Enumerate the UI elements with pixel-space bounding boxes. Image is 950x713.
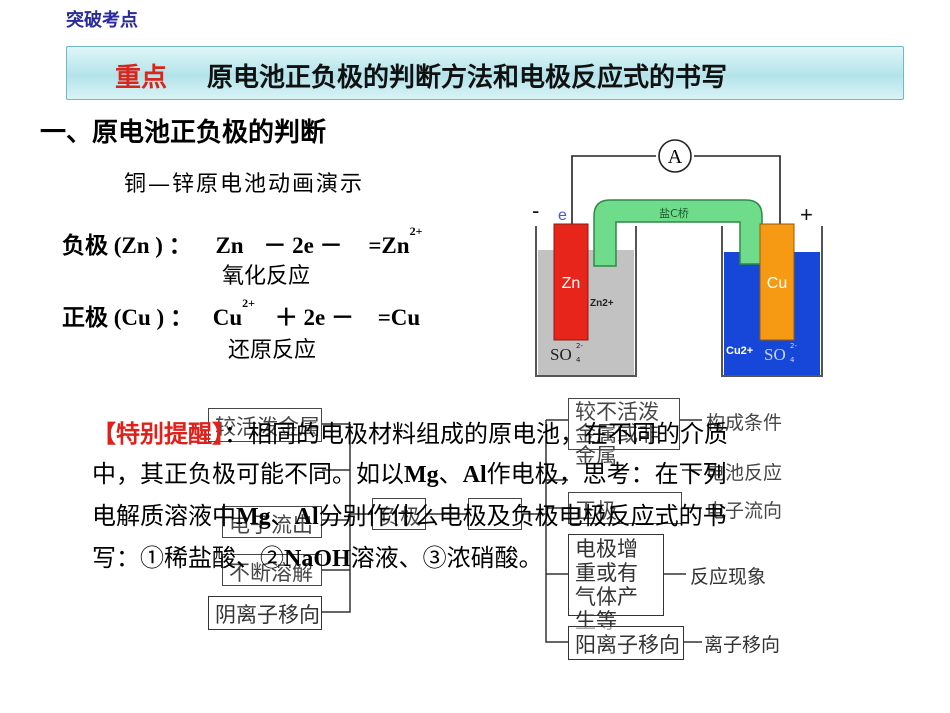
negative-label: 负极 (Zn ) ： [62, 233, 192, 258]
reminder-tag: 【特别提醒】 [92, 419, 224, 448]
right-sulfate-sub: 4 [790, 356, 795, 364]
diagram-label-electron-flow: 电子流向 [706, 500, 783, 522]
reminder-text-2b: 、 [438, 460, 463, 488]
zinc-electrode [553, 223, 589, 341]
diagram-label-reaction: 电池反应 [706, 462, 783, 484]
reminder-text-4b: 溶液、③浓硝酸。 [350, 544, 543, 572]
breadcrumb: 突破考点 [66, 10, 138, 31]
reminder-text-3a: 电解质溶液中 [92, 502, 236, 530]
right-sulfate-label: SO [764, 345, 786, 364]
diagram-box-anion: 阴离子移向 [208, 596, 322, 630]
salt-bridge [593, 199, 763, 267]
negative-equation: 负极 (Zn ) ： Zn － 2e － =Zn2+ [62, 224, 423, 260]
right-sulfate-charge: 2- [790, 342, 797, 350]
right-beaker [721, 226, 823, 377]
reminder-text-4a: 写：①稀盐酸、② [92, 544, 284, 572]
zinc-label: Zn [562, 275, 581, 292]
negative-eq-zn: Zn [215, 233, 244, 258]
zinc-ion-label: Zn2+ [590, 298, 614, 309]
reminder-mg-1: Mg [404, 462, 439, 488]
ammeter-icon [658, 139, 692, 173]
diagram-box-inactive-metal: 较不活泼金属或非金属 [568, 398, 680, 467]
positive-eq-electrons: ＋ 2e － [274, 305, 354, 330]
diagram-box-electron-out: 电子流出 [222, 506, 322, 538]
reminder-line-2: 中，其正负极可能不同。如以Mg、Al作电极，思考：在下列 [92, 454, 727, 489]
diagram-box-active-metal: 较活泼金属 [208, 408, 322, 442]
positive-eq-cu-charge: 2+ [242, 296, 255, 310]
positive-reaction: 还原反应 [228, 338, 317, 363]
salt-bridge-label: 盐C桥 [659, 207, 689, 220]
diagram-box-positive: 正极 [568, 492, 682, 524]
reminder-line-4: 写：①稀盐酸、②NaOH溶液、③浓硝酸。 [92, 538, 543, 573]
negative-eq-product-charge: 2+ [409, 224, 423, 238]
left-beaker [535, 226, 637, 377]
copper-ion-label: Cu2+ [726, 345, 753, 357]
diagram-box-dissolve: 不断溶解 [222, 554, 322, 586]
copper-label: Cu [767, 275, 787, 292]
diagram-box-positive-hidden [468, 498, 522, 530]
left-sulfate-label: SO [550, 345, 572, 364]
reminder-text-3b: 、 [270, 502, 295, 530]
negative-sign: - [532, 198, 539, 223]
reminder-text-2a: 中，其正负极可能不同。如以 [92, 460, 404, 488]
reminder-text-2c: 作电极，思考：在下列 [486, 460, 727, 488]
left-sulfate-charge: 2- [576, 342, 583, 350]
positive-eq-cu: Cu [212, 305, 243, 330]
demo-title: 铜—锌原电池动画演示 [124, 172, 365, 197]
left-sulfate-sub: 4 [576, 356, 581, 364]
reminder-al-1: Al [462, 462, 487, 488]
section-banner: 重点 原电池正负极的判断方法和电极反应式的书写 [66, 46, 904, 100]
positive-equation: 正极 (Cu ) ： Cu2+ ＋ 2e － =Cu [62, 296, 421, 332]
reminder-line-3: 电解质溶液中Mg、Al分别作什么电极及负极电极反应式的书 [92, 496, 727, 531]
diagram-box-cation: 阳离子移向 [568, 626, 684, 660]
reminder-text-1: ：相同的电极材料组成的原电池，在不同的介质 [224, 420, 728, 448]
negative-eq-product: =Zn [368, 233, 410, 258]
diagram-box-phenomenon: 电极增重或有气体产生等 [568, 534, 664, 633]
diagram-label-phenomenon: 反应现象 [690, 566, 767, 588]
negative-reaction: 氧化反应 [222, 264, 311, 289]
diagram-box-negative: 负极 [372, 498, 426, 530]
copper-electrode [759, 223, 795, 341]
page-heading: 一、原电池正负极的判断 [40, 118, 327, 148]
positive-eq-product: =Cu [377, 305, 421, 330]
ammeter-label: A [668, 146, 683, 168]
wire-right [694, 155, 781, 224]
electron-label: e [558, 207, 567, 224]
banner-tag: 重点 [115, 63, 168, 93]
diagram-label-conditions: 构成条件 [706, 412, 783, 434]
positive-sign: + [800, 202, 813, 227]
wire-left [571, 155, 656, 224]
reminder-line-1: 【特别提醒】：相同的电极材料组成的原电池，在不同的介质 [92, 414, 728, 449]
reminder-text-3c: 分别作什么电极及负极电极反应式的书 [318, 502, 727, 530]
diagram-label-ion-flow: 离子移向 [704, 634, 781, 656]
negative-eq-electrons: － 2e － [263, 233, 343, 258]
positive-label: 正极 (Cu ) ： [62, 305, 193, 330]
galvanic-cell-illustration: A - e + 盐C桥 Zn Cu Zn2+ SO 2- 4 Cu2+ SO 2… [532, 139, 823, 377]
reminder-mg-2: Mg [236, 504, 271, 530]
banner-title: 原电池正负极的判断方法和电极反应式的书写 [207, 63, 728, 93]
reminder-naoh: NaOH [284, 546, 351, 572]
reminder-al-2: Al [294, 504, 319, 530]
